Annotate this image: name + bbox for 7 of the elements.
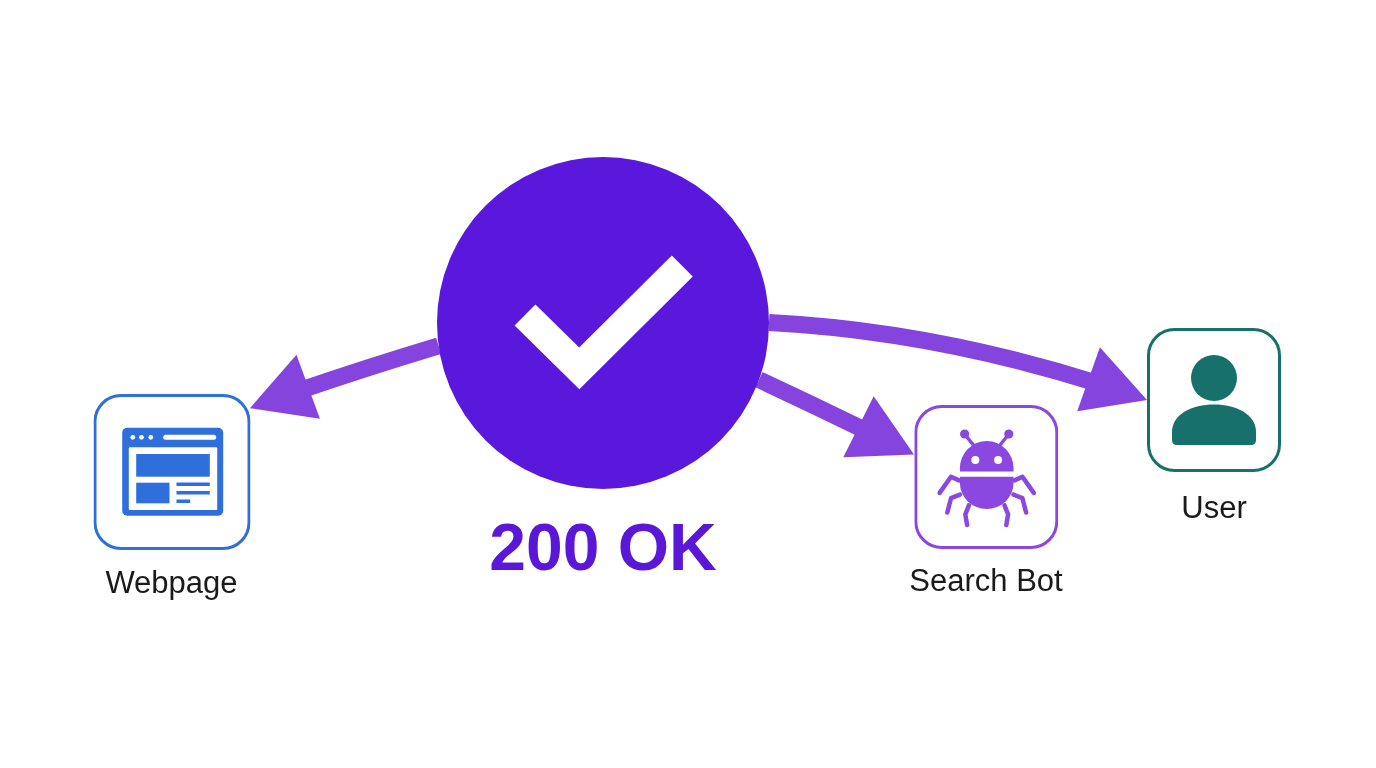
arrow: [250, 337, 442, 419]
node-label: Webpage: [105, 567, 238, 598]
arrow: [768, 313, 1147, 412]
status-label: 200 OK: [489, 514, 717, 580]
node-label: User: [1181, 492, 1247, 523]
arrow: [755, 371, 914, 458]
node-label: Search Bot: [909, 565, 1063, 596]
